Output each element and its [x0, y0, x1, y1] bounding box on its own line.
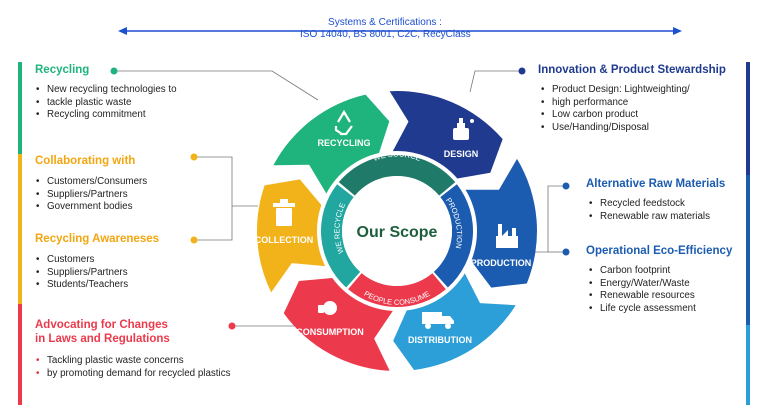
eco-efficiency-block: Operational Eco-Efficiency Carbon footpr… [586, 245, 732, 315]
center-title: Our Scope [357, 224, 438, 241]
systems-arrow [118, 27, 682, 35]
segment-collection [257, 179, 326, 293]
innovation-item-cont: high performance [540, 97, 726, 110]
innovation-heading: Innovation & Product Stewardship [538, 64, 726, 76]
collaborating-heading: Collaborating with [35, 155, 136, 167]
segment-recycling [273, 94, 390, 194]
center-circle [342, 176, 452, 286]
right-bar-blue [746, 175, 750, 325]
segment-design [389, 91, 503, 179]
collaborating-item: Suppliers/Partners [35, 189, 147, 202]
segment-production [465, 158, 537, 288]
eco-efficiency-item: Renewable resources [588, 290, 732, 303]
trash-icon [273, 199, 295, 226]
segment-label-distribution: DISTRIBUTION [408, 335, 472, 345]
systems-list: ISO 14040, BS 8001, C2C, RecyClass [300, 29, 471, 40]
collaborating-block: Collaborating with Customers/Consumers S… [35, 155, 147, 214]
inner-label-we-source: WE SOURCE [372, 150, 422, 163]
innovation-item: Low carbon product [540, 109, 726, 122]
innovation-item: Product Design: Lightweighting/ [540, 84, 726, 97]
advocating-item: Tackling plastic waste concerns [35, 355, 231, 368]
raw-materials-heading: Alternative Raw Materials [586, 178, 726, 190]
design-icon [453, 118, 474, 140]
inner-arc-people-consume [348, 273, 446, 308]
innovation-block: Innovation & Product Stewardship Product… [538, 64, 726, 134]
eco-efficiency-item: Carbon footprint [588, 265, 732, 278]
raw-materials-item: Renewable raw materials [588, 211, 725, 224]
recycling-heading: Recycling [35, 64, 90, 76]
inner-arc-production [433, 184, 473, 288]
segment-label-recycling: RECYCLING [317, 138, 370, 148]
cycle-segments [257, 91, 537, 371]
inner-arc-we-recycle [321, 184, 361, 288]
systems-certifications: Systems & Certifications : ISO 14040, BS… [300, 17, 471, 41]
advocating-item-cont: by promoting demand for recycled plastic… [35, 368, 231, 381]
recycling-block: Recycling New recycling technologies to … [35, 64, 177, 122]
collaborating-item: Customers/Consumers [35, 176, 147, 189]
awareness-block: Recycling Awareneses Customers Suppliers… [35, 233, 159, 292]
innovation-item: Use/Handing/Disposal [540, 122, 726, 135]
advocating-heading: Advocating for Changes in Laws and Regul… [35, 319, 170, 345]
raw-materials-item: Recycled feedstock [588, 198, 725, 211]
recycling-item: Recycling commitment [35, 109, 177, 122]
right-bar-light-blue [746, 325, 750, 405]
segment-label-collection: COLLECTION [255, 235, 314, 245]
collaborating-item: Government bodies [35, 201, 147, 214]
inner-arc-we-source [338, 154, 456, 196]
eco-efficiency-item: Life cycle assessment [588, 303, 732, 316]
eco-efficiency-heading: Operational Eco-Efficiency [586, 245, 733, 257]
raw-materials-block: Alternative Raw Materials Recycled feeds… [586, 178, 725, 223]
advocating-block: Advocating for Changes in Laws and Regul… [35, 318, 231, 380]
segment-label-design: DESIGN [444, 149, 479, 159]
recycling-item: New recycling technologies to [35, 84, 177, 97]
left-bar-yellow [18, 154, 22, 304]
factory-icon [496, 224, 518, 248]
awareness-item: Students/Teachers [35, 279, 159, 292]
consumer-icon [318, 301, 337, 315]
inner-ring [321, 154, 473, 308]
recycle-icon [334, 109, 353, 136]
left-bar-red [18, 304, 22, 405]
truck-icon [422, 312, 454, 329]
left-bar-green [18, 62, 22, 154]
awareness-item: Customers [35, 254, 159, 267]
systems-title: Systems & Certifications : [328, 17, 442, 28]
right-bar-navy [746, 62, 750, 175]
segment-consumption [283, 278, 393, 371]
segment-distribution [393, 273, 516, 370]
segment-label-production: PRODUCTION [471, 258, 532, 268]
awareness-heading: Recycling Awareneses [35, 233, 160, 245]
segment-label-consumption: CONSUMPTION [296, 327, 364, 337]
recycling-item-cont: tackle plastic waste [35, 97, 177, 110]
awareness-item: Suppliers/Partners [35, 267, 159, 280]
eco-efficiency-item: Energy/Water/Waste [588, 278, 732, 291]
